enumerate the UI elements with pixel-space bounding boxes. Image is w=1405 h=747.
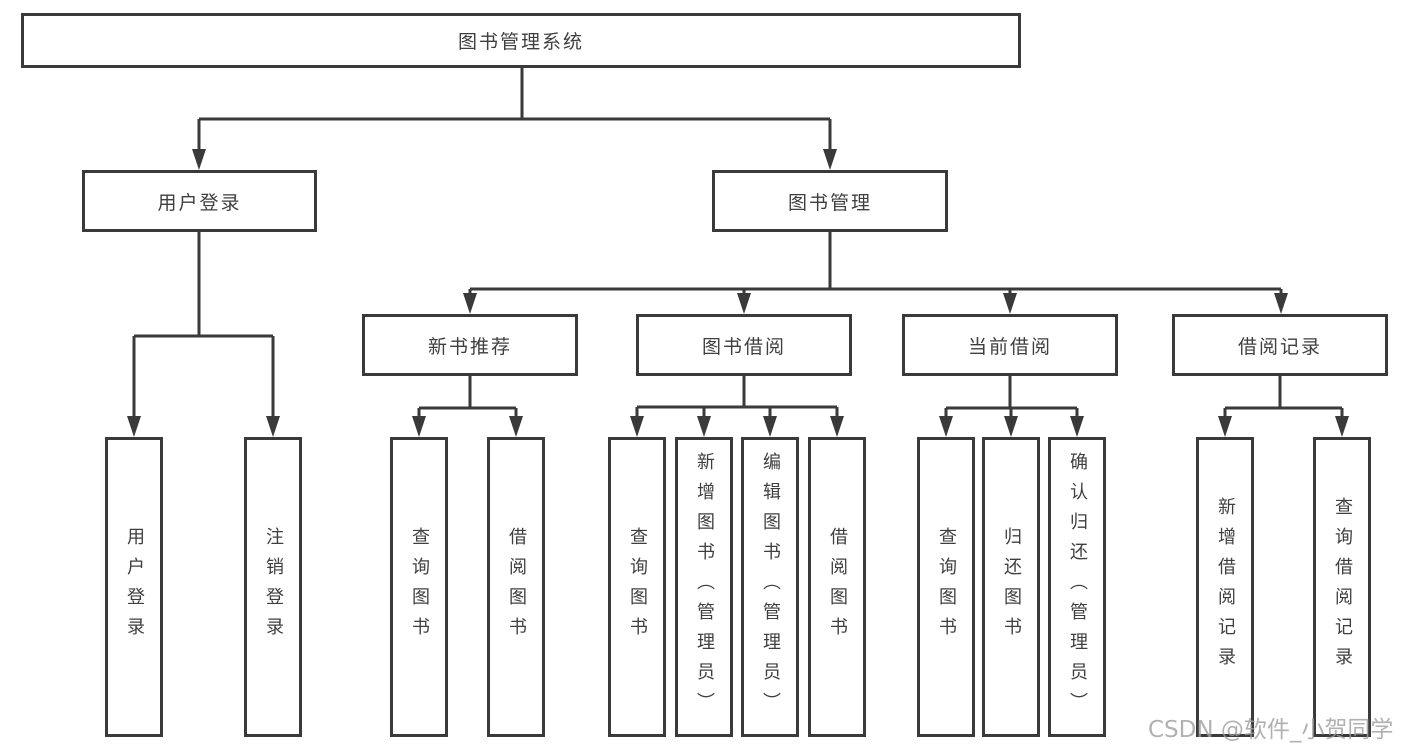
watermark: CSDN @软件_小贺同学 xyxy=(1148,717,1394,743)
node-borrowing-records-label: 借阅记录 xyxy=(1237,335,1322,358)
node-book-management-label: 图书管理 xyxy=(787,191,872,214)
leaf-return-book-label: 归还图书 xyxy=(1001,527,1022,647)
leaf-add-borrow-record: 新增借阅记录 xyxy=(1196,437,1254,737)
node-borrowing-records: 借阅记录 xyxy=(1172,314,1388,376)
leaf-query-books-1-label: 查询图书 xyxy=(409,527,430,647)
leaf-edit-book-admin: 编辑图书（管理员） xyxy=(741,437,799,737)
node-user-login: 用户登录 xyxy=(82,170,317,232)
arrowheads xyxy=(127,149,1349,437)
node-new-book-recommend: 新书推荐 xyxy=(362,314,578,376)
node-root-label: 图书管理系统 xyxy=(457,31,584,53)
leaf-confirm-return-admin-label: 确认归还（管理员） xyxy=(1067,452,1088,722)
leaf-user-login: 用户登录 xyxy=(105,437,163,737)
node-book-management: 图书管理 xyxy=(712,170,948,232)
leaf-borrow-books-1: 借阅图书 xyxy=(487,437,545,737)
leaf-borrow-books-2: 借阅图书 xyxy=(808,437,866,737)
leaf-logout: 注销登录 xyxy=(244,437,302,737)
leaf-add-book-admin-label: 新增图书（管理员） xyxy=(694,452,715,722)
leaf-query-books-2-label: 查询图书 xyxy=(627,527,648,647)
leaf-borrow-books-1-label: 借阅图书 xyxy=(506,527,527,647)
leaf-borrow-books-2-label: 借阅图书 xyxy=(827,527,848,647)
leaf-query-books-2: 查询图书 xyxy=(608,437,666,737)
leaf-user-login-label: 用户登录 xyxy=(124,527,145,647)
leaf-add-book-admin: 新增图书（管理员） xyxy=(675,437,733,737)
node-root: 图书管理系统 xyxy=(21,13,1021,68)
leaf-confirm-return-admin: 确认归还（管理员） xyxy=(1048,437,1106,737)
node-user-login-label: 用户登录 xyxy=(157,191,242,214)
node-new-book-recommend-label: 新书推荐 xyxy=(427,335,512,358)
node-book-borrowing-label: 图书借阅 xyxy=(701,335,786,358)
node-book-borrowing: 图书借阅 xyxy=(636,314,852,376)
leaf-query-borrow-record: 查询借阅记录 xyxy=(1313,437,1371,737)
node-current-borrowing-label: 当前借阅 xyxy=(967,335,1052,358)
leaf-return-book: 归还图书 xyxy=(982,437,1040,737)
leaf-query-books-3: 查询图书 xyxy=(917,437,975,737)
leaf-query-books-1: 查询图书 xyxy=(390,437,448,737)
leaf-add-borrow-record-label: 新增借阅记录 xyxy=(1215,497,1236,677)
leaf-edit-book-admin-label: 编辑图书（管理员） xyxy=(760,452,781,722)
leaf-logout-label: 注销登录 xyxy=(263,527,284,647)
leaf-query-borrow-record-label: 查询借阅记录 xyxy=(1332,497,1353,677)
node-current-borrowing: 当前借阅 xyxy=(902,314,1118,376)
leaf-query-books-3-label: 查询图书 xyxy=(936,527,957,647)
